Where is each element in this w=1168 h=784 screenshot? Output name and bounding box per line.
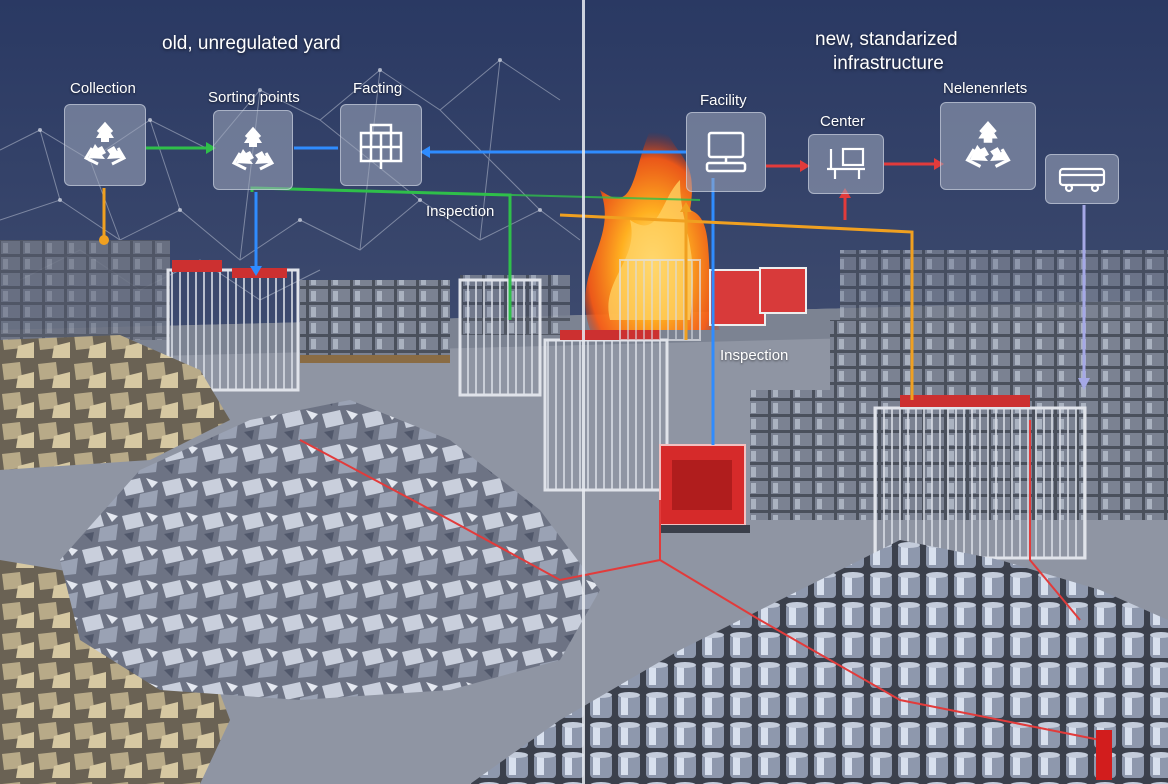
inspection-left-label: Inspection [426, 203, 495, 220]
split-divider [582, 0, 585, 784]
right-title-line2: infrastructure [833, 53, 944, 74]
facting-label: Facting [353, 80, 403, 97]
inspection-right-label: Inspection [720, 347, 789, 364]
recycle-icon [83, 121, 127, 166]
bus-icon [1058, 167, 1106, 193]
sorting-panel [213, 110, 293, 190]
computer-icon [705, 131, 747, 173]
reclaim-label: Nelenenrlets [943, 80, 1028, 97]
workstation-icon [827, 147, 865, 179]
recycle-icon [231, 126, 275, 171]
collection-panel [64, 104, 146, 186]
center-label: Center [820, 113, 866, 130]
recycle-icon [965, 120, 1011, 168]
building-icon [359, 123, 403, 169]
facility-label: Facility [700, 92, 747, 109]
center-panel [808, 134, 884, 194]
left-title: old, unregulated yard [162, 33, 341, 54]
reclaim-panel [940, 102, 1036, 190]
transport-panel [1045, 154, 1119, 204]
collection-label: Collection [70, 80, 136, 97]
facility-panel [686, 112, 766, 192]
sorting-points-label: Sorting points [208, 89, 300, 106]
facting-panel [340, 104, 422, 186]
right-title-line1: new, standarized [815, 29, 958, 50]
